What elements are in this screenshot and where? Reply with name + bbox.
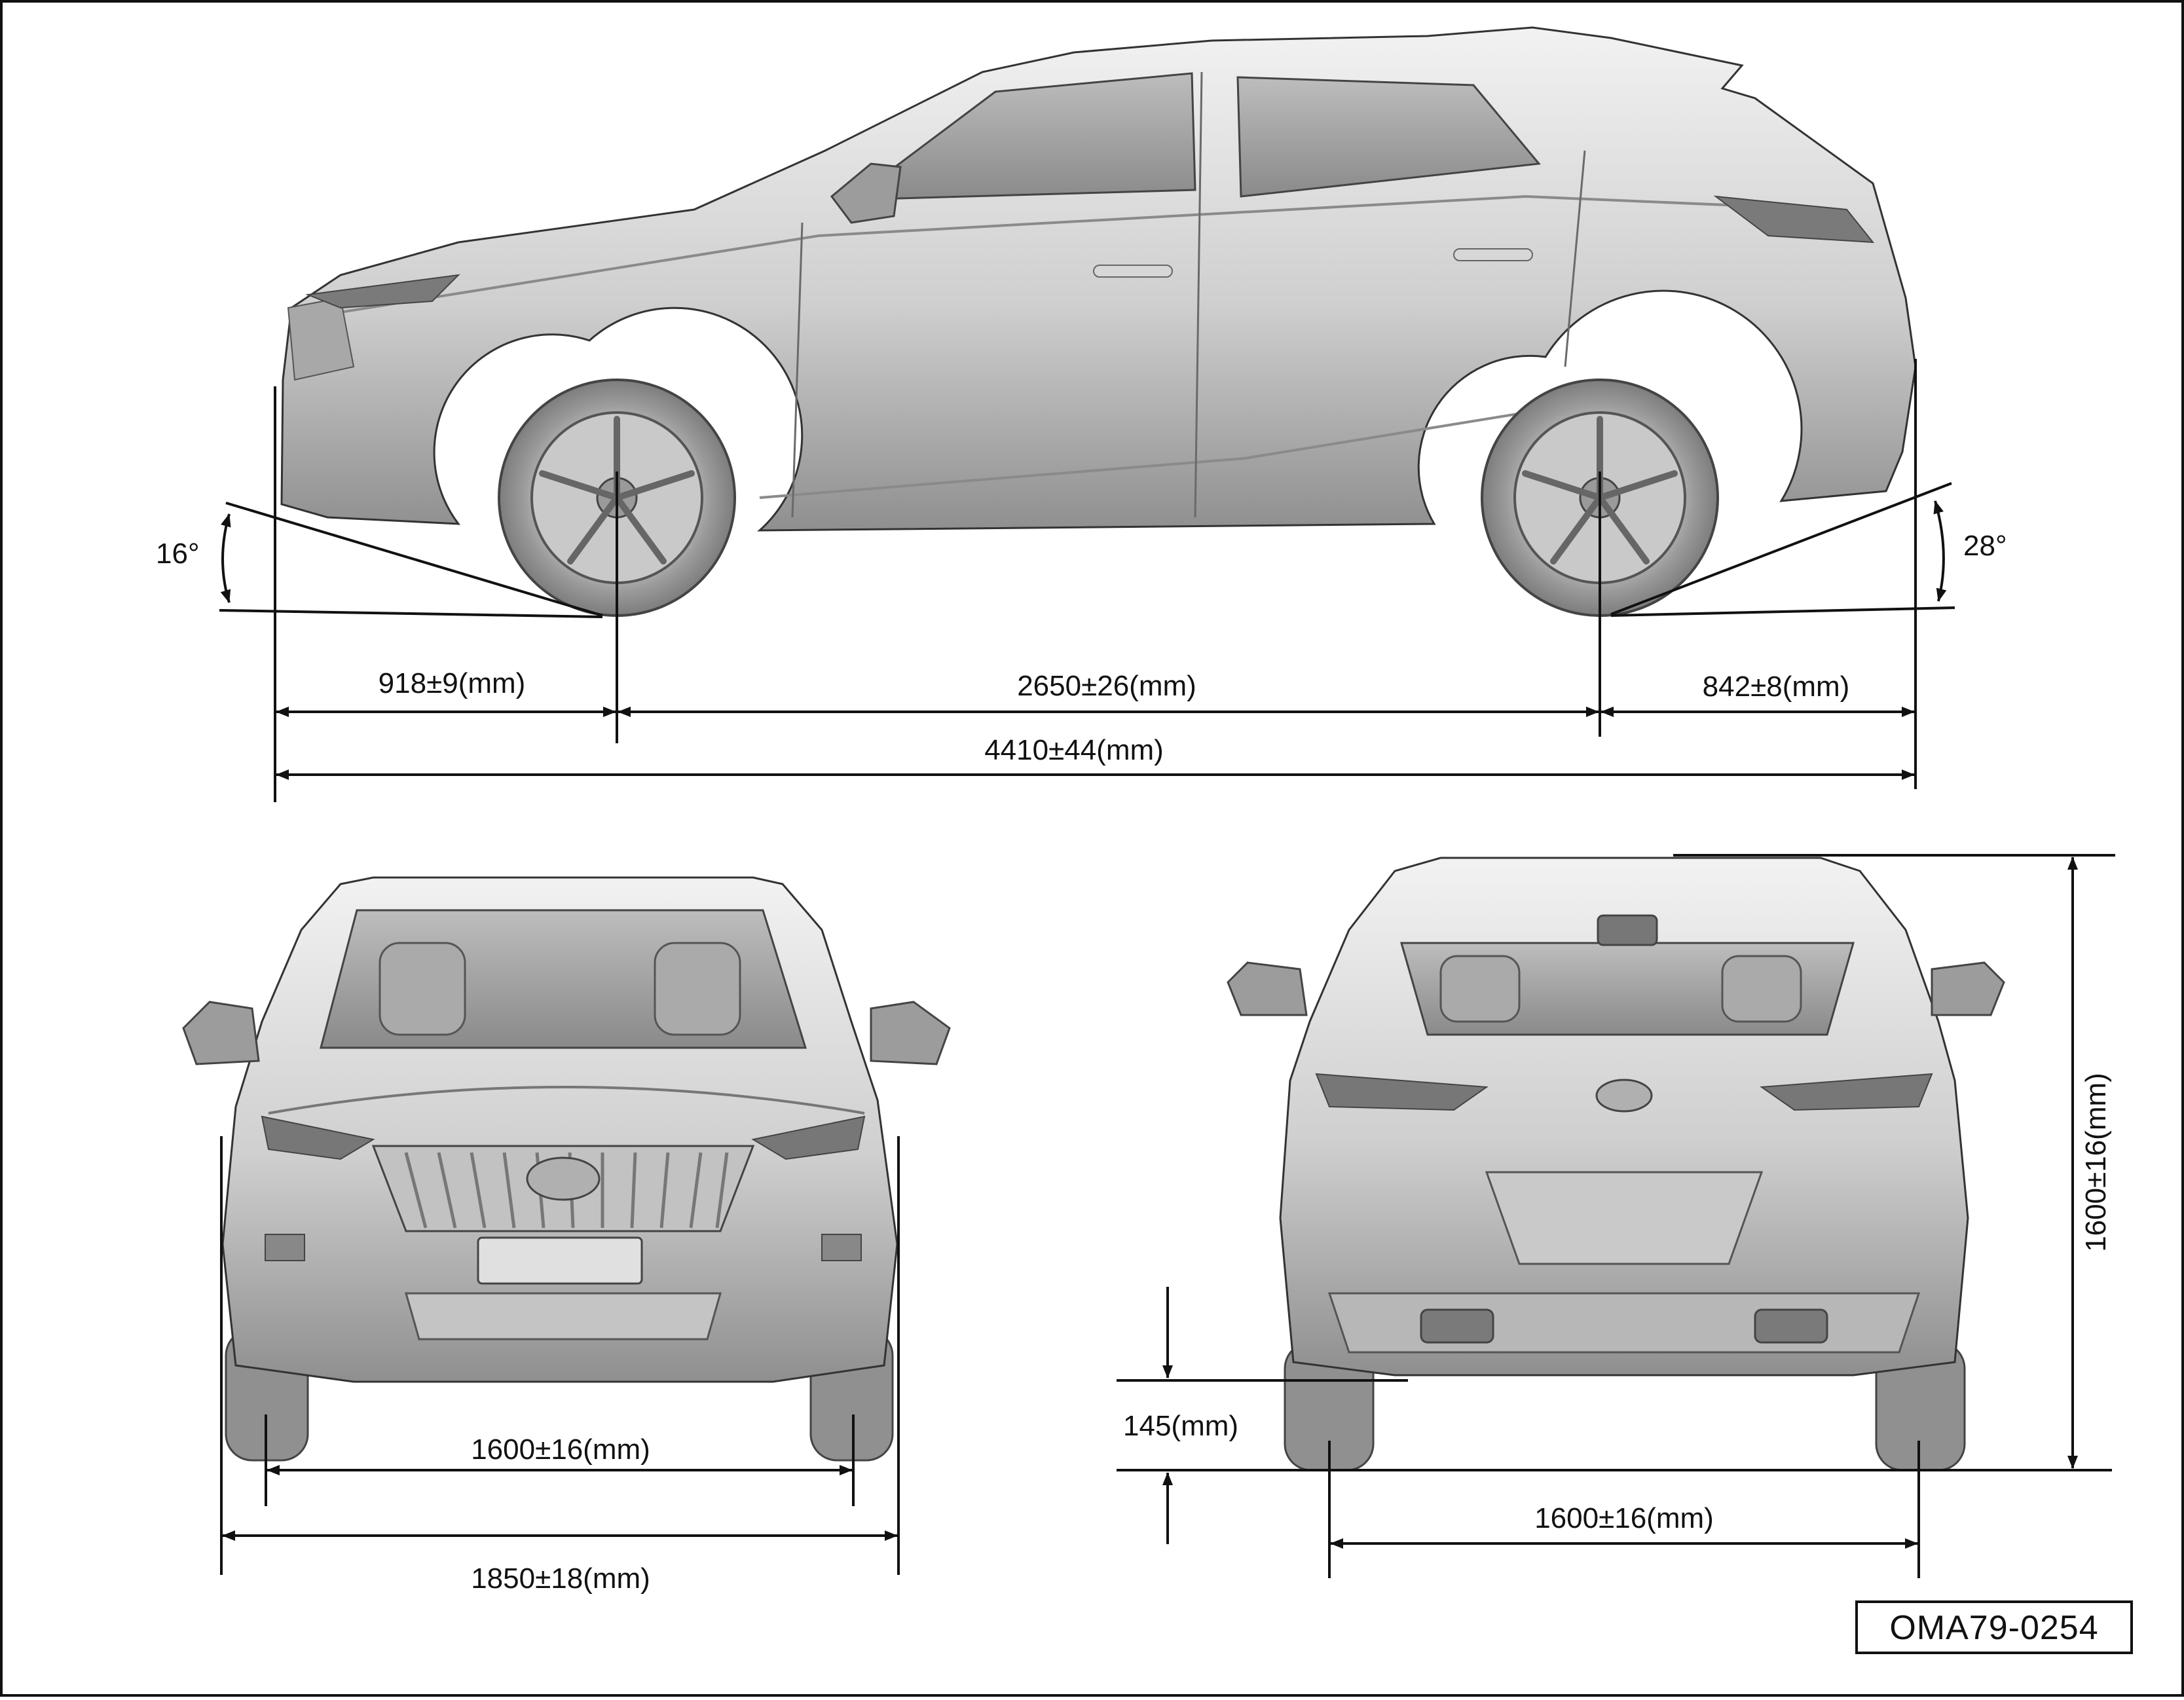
rear-track-label: 1600±16(mm) [1534, 1502, 1714, 1534]
front-right-fog [821, 1234, 862, 1261]
front-left-mirror [182, 1001, 260, 1065]
front-plate [477, 1236, 643, 1285]
front-logo [526, 1156, 601, 1201]
side-taillamp [1713, 195, 1875, 244]
front-hood-line [268, 1086, 865, 1115]
side-door-split [1194, 71, 1203, 518]
side-front-handle [1093, 265, 1173, 278]
departure-ground-line [1610, 606, 1955, 617]
departure-angle-line [1610, 482, 1952, 616]
side-front-window [848, 72, 1196, 201]
front-overhang-label: 918±9(mm) [379, 667, 526, 699]
figure-code: OMA79-0254 [1889, 1609, 2098, 1647]
departure-angle-arc [1933, 500, 1947, 602]
front-lower-grille [405, 1292, 722, 1340]
rear-seat-left [1439, 955, 1521, 1023]
rear-spoiler-lamp [1597, 914, 1658, 946]
rear-right-mirror [1931, 961, 2005, 1016]
side-rear-handle [1453, 248, 1533, 261]
side-mirror [830, 162, 902, 224]
side-headlamp [305, 274, 460, 309]
approach-angle-label: 16° [156, 538, 200, 570]
rear-plate-recess [1485, 1171, 1764, 1265]
front-left-headlamp [261, 1115, 375, 1160]
side-rear-door-edge [1564, 150, 1586, 367]
front-right-headlamp [751, 1115, 866, 1160]
rear-overhang-label: 842±8(mm) [1703, 671, 1850, 703]
rear-left-exhaust [1420, 1308, 1494, 1344]
overall-length-label: 4410±44(mm) [984, 734, 1164, 766]
wheelbase-label: 2650±26(mm) [1017, 670, 1196, 702]
side-character-line [327, 194, 1834, 316]
rear-seat-right [1721, 955, 1802, 1023]
approach-angle-arc [220, 513, 231, 603]
front-seat-right [654, 942, 741, 1036]
rear-view: 145(mm) 1600±16(mm) 1600±16(mm) [1117, 854, 2115, 1578]
approach-angle-line [225, 502, 603, 617]
side-view: 16° 28° 918±9(mm) 2650±26(mm) 842±8(mm) … [156, 26, 2007, 802]
rear-logo [1595, 1079, 1653, 1113]
front-right-mirror [870, 1001, 951, 1065]
front-view: 1600±16(mm) 1850±18(mm) [182, 876, 951, 1595]
ground-clearance-label: 145(mm) [1123, 1410, 1238, 1442]
rear-diffuser [1327, 1292, 1921, 1354]
side-front-door-edge [791, 222, 804, 518]
front-left-fog [265, 1234, 305, 1261]
rear-left-taillamp [1315, 1073, 1489, 1111]
figure-code-box: OMA79-0254 [1855, 1600, 2133, 1654]
rear-left-mirror [1227, 961, 1308, 1016]
front-track-label: 1600±16(mm) [471, 1433, 650, 1466]
rear-right-exhaust [1754, 1308, 1828, 1344]
front-seat-left [379, 942, 466, 1036]
side-lower-line [759, 411, 1527, 499]
overall-height-label: 1600±16(mm) [2080, 1073, 2112, 1252]
departure-angle-label: 28° [1963, 530, 2007, 562]
side-rear-window [1236, 76, 1541, 198]
approach-ground-line [219, 609, 603, 618]
rear-right-taillamp [1760, 1073, 1933, 1111]
overall-width-label: 1850±18(mm) [471, 1562, 650, 1595]
